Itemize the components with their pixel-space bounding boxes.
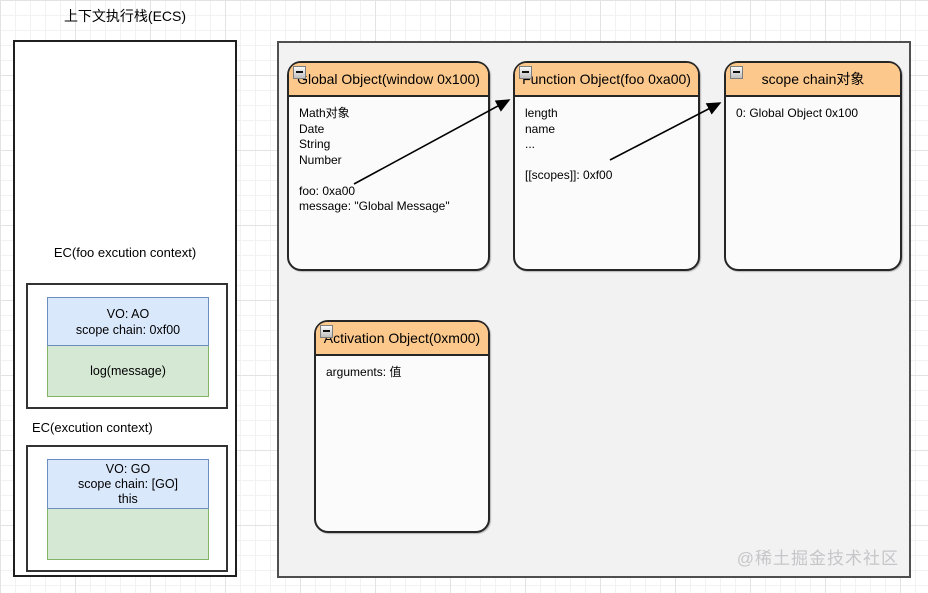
object-box-scope-chain-body: 0: Global Object 0x100 [736,106,859,120]
object-box-scope-chain-title: scope chain对象 [761,71,865,87]
ec-foo-frame: VO: AO scope chain: 0xf00 log(message) [26,283,228,409]
object-box-global: Global Object(window 0x100) Math对象 Date … [287,61,490,271]
ec-global-vo-stack: VO: GO scope chain: [GO] this [47,459,209,560]
heap-panel: Global Object(window 0x100) Math对象 Date … [277,41,911,578]
watermark: @稀土掘金技术社区 [736,549,899,568]
object-box-global-body: Math对象 Date String Number foo: 0xa00 mes… [299,106,450,213]
object-box-activation: Activation Object(0xm00) arguments: 值 [314,320,490,533]
object-box-global-title: Global Object(window 0x100) [297,71,480,87]
object-box-function-title: Function Object(foo 0xa00) [522,71,691,87]
ec-foo-label: EC(foo excution context) [53,245,197,260]
ec-global-label: EC(excution context) [32,420,153,435]
object-box-activation-header: Activation Object(0xm00) [316,322,488,356]
ec-global-vo-header: VO: GO scope chain: [GO] this [47,459,209,509]
object-box-scope-chain: scope chain对象 0: Global Object 0x100 [724,61,902,271]
object-box-global-header: Global Object(window 0x100) [289,63,488,97]
object-box-function: Function Object(foo 0xa00) length name .… [513,61,700,271]
collapse-icon[interactable] [730,66,743,79]
ec-foo-body: log(message) [47,346,209,397]
object-box-function-body: length name ... [[scopes]]: 0xf00 [525,106,613,182]
ecs-stack-box: EC(foo excution context) VO: AO scope ch… [13,40,237,577]
ec-foo-vo-header: VO: AO scope chain: 0xf00 [47,297,209,346]
object-box-activation-body: arguments: 值 [326,365,402,379]
object-box-function-header: Function Object(foo 0xa00) [515,63,698,97]
diagram-title: 上下文执行栈(ECS) [63,8,187,24]
object-box-scope-chain-header: scope chain对象 [726,63,900,97]
object-box-activation-title: Activation Object(0xm00) [323,330,481,346]
collapse-icon[interactable] [293,66,306,79]
ec-global-frame: VO: GO scope chain: [GO] this [26,445,228,572]
ec-foo-vo-stack: VO: AO scope chain: 0xf00 log(message) [47,297,209,397]
collapse-icon[interactable] [320,325,333,338]
ec-global-body [47,509,209,560]
collapse-icon[interactable] [519,66,532,79]
